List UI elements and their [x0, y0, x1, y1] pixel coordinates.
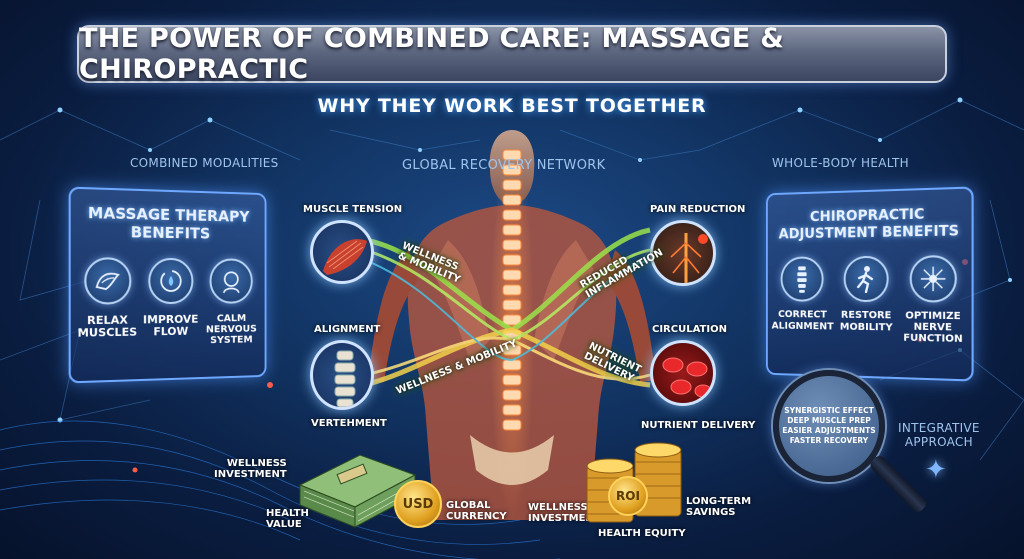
usd-coin-icon: USD: [394, 480, 442, 528]
magnifier-lens: SYNERGISTIC EFFECT DEEP MUSCLE PREP EASI…: [773, 370, 885, 482]
magnifier-line: SYNERGISTIC EFFECT: [784, 406, 874, 415]
chiropractic-panel: CHIROPRACTIC ADJUSTMENT BENEFITS CORRECT…: [765, 186, 974, 382]
alignment-label: ALIGNMENT: [314, 324, 381, 335]
integrative-line: APPROACH: [904, 435, 973, 449]
muscle-fiber-icon: [323, 239, 367, 275]
chiro-panel-title-2: ADJUSTMENT BENEFITS: [778, 223, 960, 243]
pain-reduction-bubble: [650, 220, 716, 286]
finance-line: CURRENCY: [446, 511, 507, 522]
chiro-item-label: MOBILITY: [839, 321, 893, 334]
combined-modalities-label: COMBINED MODALITIES: [130, 156, 279, 170]
chiro-item-mobility: RESTORE MOBILITY: [835, 255, 898, 344]
massage-item-label: FLOW: [153, 324, 189, 339]
flow-icon: [148, 257, 194, 305]
vertebrae-bubble: [310, 340, 374, 410]
usd-coin-label: USD: [402, 496, 434, 512]
wellness-investment-label-a: WELLNESS INVESTMENT: [214, 458, 287, 480]
integrative-line: INTEGRATIVE: [898, 421, 980, 435]
nerve-icon: [909, 255, 957, 303]
integrative-approach-label: INTEGRATIVE APPROACH: [898, 421, 980, 449]
muscle-icon: [83, 257, 131, 305]
finance-line: VALUE: [266, 519, 302, 530]
massage-item-calm: CALM NERVOUS SYSTEM: [203, 258, 259, 346]
head-icon: [209, 258, 253, 304]
finance-line: GLOBAL: [446, 500, 491, 511]
muscle-tension-bubble: [310, 220, 374, 284]
health-equity-label: HEALTH EQUITY: [598, 528, 686, 539]
roi-coin-label: ROI: [616, 489, 640, 503]
walking-icon: [843, 255, 889, 303]
massage-item-label: MUSCLES: [77, 325, 138, 340]
finance-line: HEALTH: [266, 508, 309, 519]
page-subtitle: WHY THEY WORK BEST TOGETHER: [317, 95, 707, 117]
pelvis: [470, 435, 554, 485]
circulation-bubble: [650, 340, 716, 406]
magnifier-line: DEEP MUSCLE PREP: [787, 416, 871, 425]
long-term-savings-label: LONG-TERM SAVINGS: [686, 496, 751, 518]
spine-icon: [780, 256, 824, 302]
muscle-tension-label: MUSCLE TENSION: [303, 204, 403, 215]
whole-body-health-label: WHOLE-BODY HEALTH: [772, 156, 910, 170]
nutrient-delivery-label: NUTRIENT DELIVERY: [641, 420, 756, 431]
magnifier-line: FASTER RECOVERY: [789, 436, 869, 445]
global-recovery-network-label: GLOBAL RECOVERY NETWORK: [402, 158, 606, 173]
chiro-item-nerve: OPTIMIZE NERVE FUNCTION: [900, 255, 966, 345]
chiro-item-label: OPTIMIZE: [905, 310, 961, 323]
health-value-label: HEALTH VALUE: [266, 508, 309, 530]
finance-line: WELLNESS: [528, 502, 588, 513]
magnifier-line: EASIER ADJUSTMENTS: [782, 426, 876, 435]
roi-coin-icon: ROI: [608, 476, 648, 516]
chiro-item-alignment: CORRECT ALIGNMENT: [771, 256, 834, 342]
chiro-item-label: ALIGNMENT: [771, 320, 834, 333]
pain-reduction-label: PAIN REDUCTION: [650, 204, 746, 215]
finance-line: SAVINGS: [686, 507, 736, 518]
wellness-investment-label-b: WELLNESS INVESTMENT: [528, 502, 601, 524]
finance-line: WELLNESS: [226, 458, 287, 469]
massage-item-relax: RELAX MUSCLES: [77, 257, 138, 349]
chiro-item-label: RESTORE: [840, 309, 892, 322]
nervous-system-icon: [670, 233, 708, 283]
chiro-item-label: FUNCTION: [903, 332, 963, 346]
vertebrae-label: VERTEHMENT: [311, 418, 387, 429]
finance-line: INVESTMENT: [528, 513, 601, 524]
title-banner: THE POWER OF COMBINED CARE: MASSAGE & CH…: [77, 23, 947, 85]
blood-cells-icon: [662, 357, 712, 398]
massage-item-label: CALM: [216, 313, 247, 325]
global-currency-label: GLOBAL CURRENCY: [446, 500, 507, 522]
page-title: THE POWER OF COMBINED CARE: MASSAGE & CH…: [79, 23, 785, 85]
circulation-label: CIRCULATION: [652, 324, 727, 335]
sparkle-icon: ✦: [925, 455, 947, 485]
massage-item-label: SYSTEM: [210, 334, 253, 347]
finance-line: LONG-TERM: [686, 496, 752, 507]
finance-line: INVESTMENT: [214, 469, 287, 480]
chiro-item-label: CORRECT: [778, 309, 827, 321]
massage-therapy-panel: MASSAGE THERAPY BENEFITS RELAX MUSCLES I…: [68, 186, 267, 384]
massage-item-flow: IMPROVE FLOW: [141, 257, 200, 348]
vertebrae-icon: [334, 350, 356, 407]
